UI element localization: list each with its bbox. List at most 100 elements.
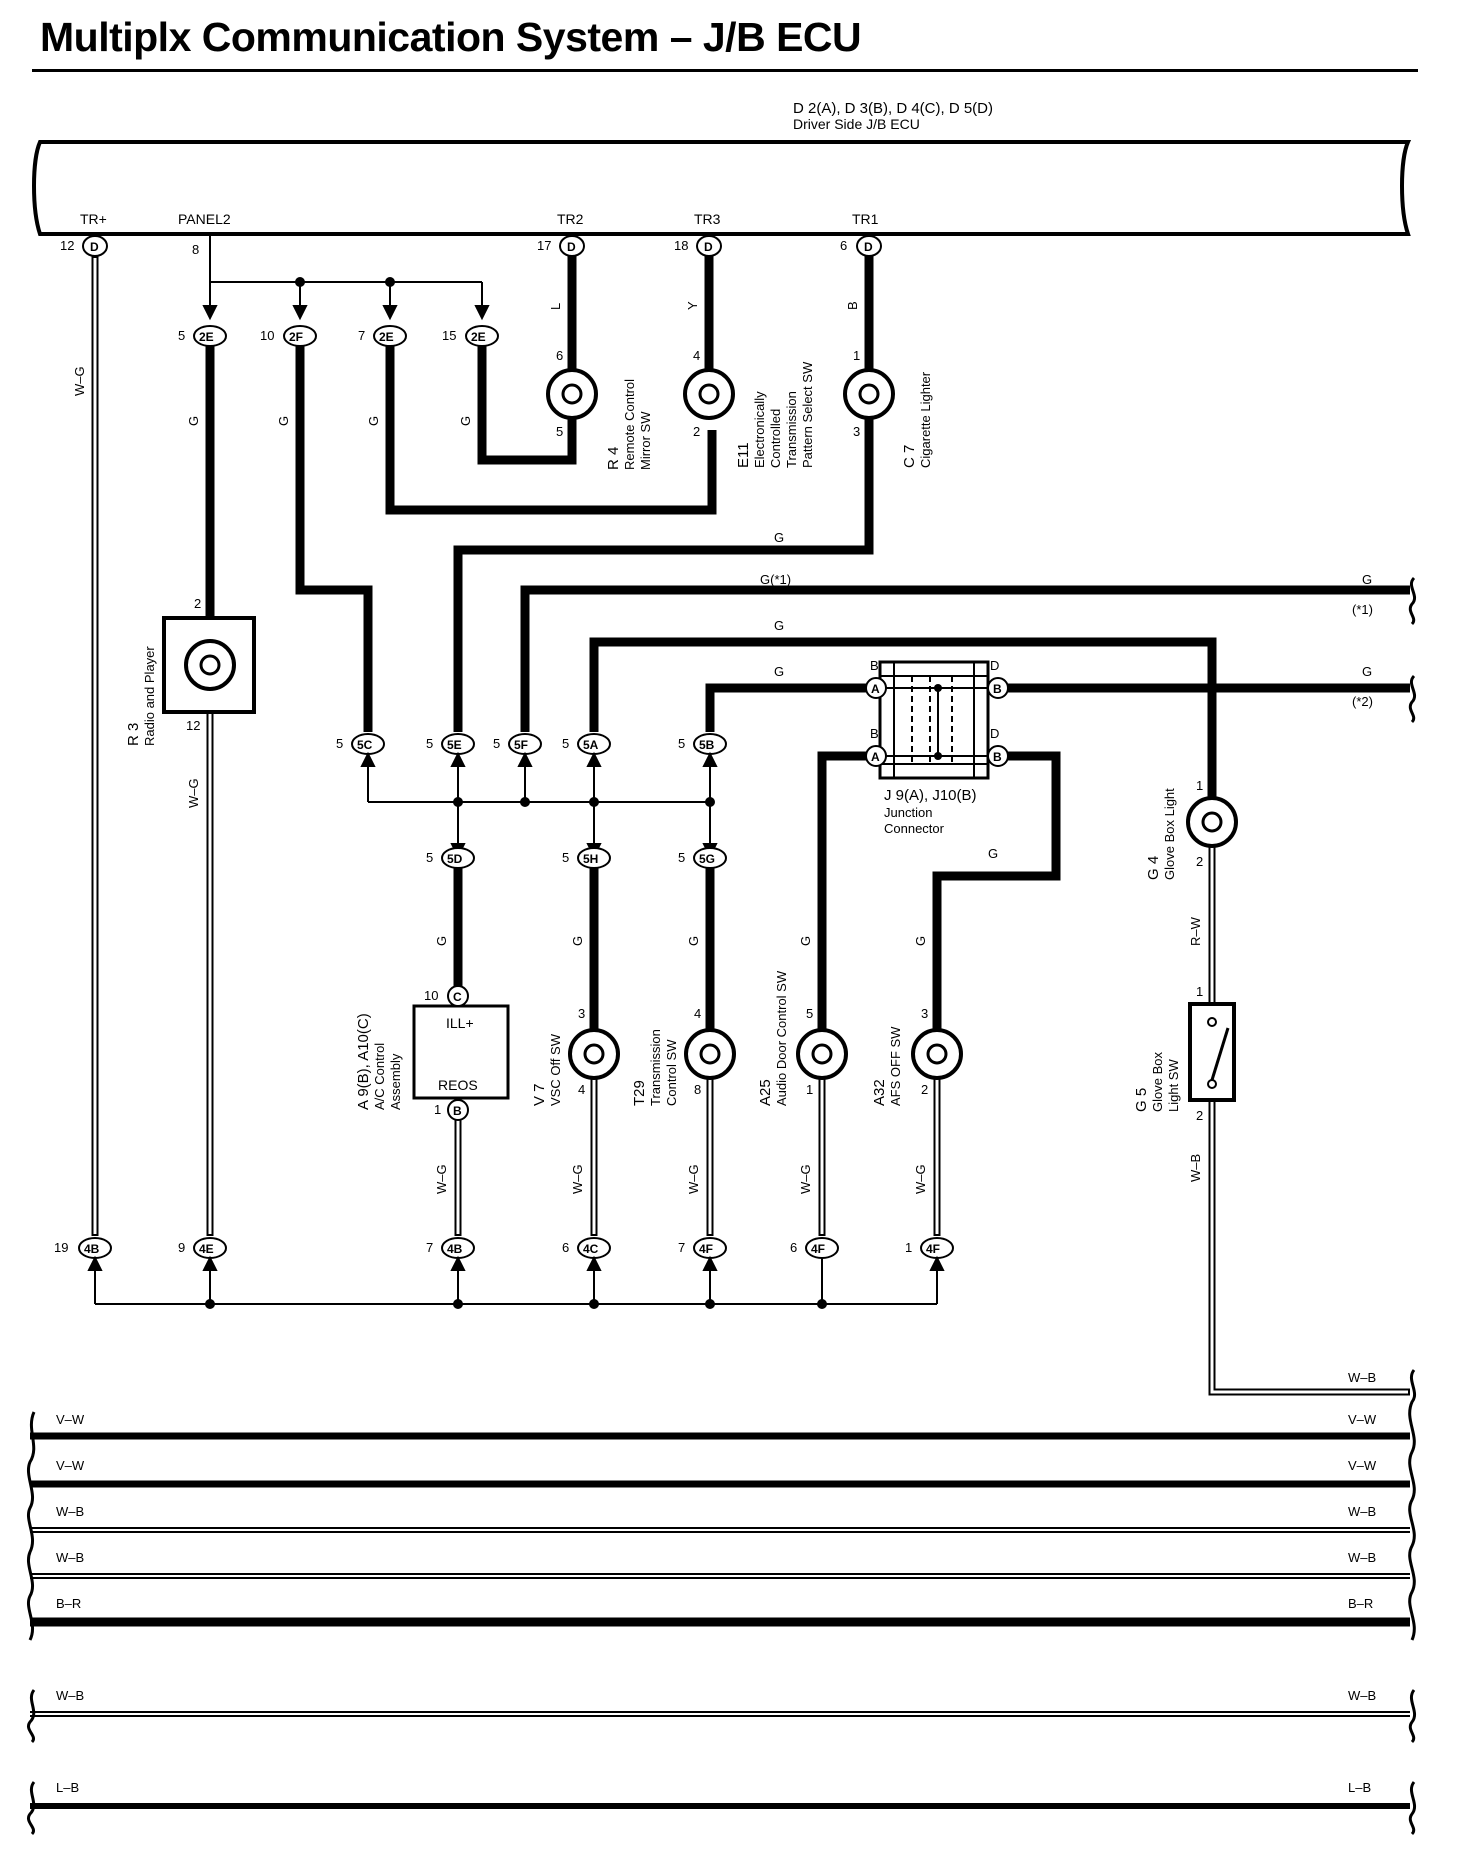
- conn-id: 2F: [289, 330, 303, 344]
- v7-name1: VSC Off SW: [548, 1033, 563, 1106]
- conn-id: 5F: [514, 738, 528, 752]
- wire-label: G: [366, 416, 381, 426]
- ecu-box: D 2(A), D 3(B), D 4(C), D 5(D) Driver Si…: [32, 100, 1412, 236]
- g4-pin-bot: 2: [1196, 854, 1203, 869]
- wire-label: W–G: [798, 1164, 813, 1194]
- g4-name1: Glove Box Light: [1162, 788, 1177, 880]
- r3-radio: 2 12 R 3 Radio and Player: [125, 596, 256, 746]
- pin-num: 5: [562, 850, 569, 865]
- pin-num: 7: [426, 1240, 433, 1255]
- pin-num: 9: [178, 1240, 185, 1255]
- v7-ref: V 7: [531, 1083, 548, 1106]
- c7-ref: C 7: [901, 445, 918, 468]
- wire-label: B: [845, 301, 860, 310]
- e11-name3: Transmission: [784, 391, 799, 468]
- wire-label: G: [988, 846, 998, 861]
- pin-num: 5: [678, 736, 685, 751]
- e11-name2: Controlled: [768, 409, 783, 468]
- pin-num: 10: [260, 328, 274, 343]
- wire-label: G: [276, 416, 291, 426]
- wire-label: G: [774, 530, 784, 545]
- r4-pin-top: 6: [556, 348, 563, 363]
- title-rule: [32, 69, 1418, 72]
- r3-name1: Radio and Player: [142, 646, 157, 746]
- a32-pin-top: 3: [921, 1006, 928, 1021]
- pin-num: 5: [426, 736, 433, 751]
- pin-num: 5: [426, 850, 433, 865]
- t29-pin-bot: 8: [694, 1082, 701, 1097]
- conn-id: 4E: [199, 1242, 214, 1256]
- conn-tr3: D: [704, 240, 713, 254]
- terminal-tr3: TR3: [694, 211, 721, 227]
- wire-label: G: [686, 936, 701, 946]
- conn-id: 4B: [84, 1242, 100, 1256]
- wire-label: W–G: [434, 1164, 449, 1194]
- wire-label: G: [434, 936, 449, 946]
- j9-ref: J 9(A), J10(B): [884, 787, 977, 804]
- pin-num: 5: [678, 850, 685, 865]
- g4-pin-top: 1: [1196, 778, 1203, 793]
- connectors-low: 5 5D 5 5H 5 5G: [426, 847, 727, 869]
- r3-pin-top: 2: [194, 596, 201, 611]
- pin-num: 7: [678, 1240, 685, 1255]
- bus-wire-left-label: V–W: [56, 1412, 85, 1427]
- c7-lighter: 1 3 C 7 Cigarette Lighter: [843, 348, 933, 468]
- pin-num: 5: [493, 736, 500, 751]
- v7-pin-bot: 4: [578, 1082, 585, 1097]
- conn-id: 2E: [199, 330, 214, 344]
- a9-pin-top: 10: [424, 988, 438, 1003]
- wire-label: W–G: [570, 1164, 585, 1194]
- wire-label: G: [913, 936, 928, 946]
- t29-ref: T29: [631, 1080, 648, 1106]
- connectors-top: 5 2E 10 2F 7 2E 15 2E: [178, 325, 499, 347]
- c7-pin-bot: 3: [853, 424, 860, 439]
- conn-id: 5E: [447, 738, 462, 752]
- bus-wire-right-label: W–B: [1348, 1504, 1376, 1519]
- wire-label: W–G: [186, 778, 201, 808]
- bus-wire-left-label: W–B: [56, 1688, 84, 1703]
- e11-pin-bot: 2: [693, 424, 700, 439]
- wire-label: G: [1362, 572, 1372, 587]
- t29-pin-top: 4: [694, 1006, 701, 1021]
- j9-a-top: A: [871, 682, 880, 696]
- a25-pin-bot: 1: [806, 1082, 813, 1097]
- bus-wire-left-label: L–B: [56, 1780, 79, 1795]
- right-bus-breaks: [1408, 576, 1417, 724]
- bus-wire-left-label: W–B: [56, 1550, 84, 1565]
- a9-ill: ILL+: [446, 1015, 474, 1031]
- j9-bot-left: B: [870, 726, 879, 741]
- wire-label: G: [774, 618, 784, 633]
- j9-name1: Junction: [884, 805, 932, 820]
- g5-switch: 1 2 G 5 Glove Box Light SW: [1133, 984, 1236, 1123]
- j9-bot-right: D: [990, 726, 999, 741]
- a9-ref: A 9(B), A10(C): [355, 1013, 372, 1110]
- mid-bus: [360, 751, 718, 859]
- a32-name1: AFS OFF SW: [888, 1026, 903, 1106]
- g5-name2: Light SW: [1166, 1059, 1181, 1112]
- bottom-bus: [87, 1255, 945, 1309]
- ecu-pins: 12 D 8 17 D 18 D 6 D: [60, 235, 882, 257]
- pin-num: 6: [562, 1240, 569, 1255]
- g5-pin-top: 1: [1196, 984, 1203, 999]
- a9-pin-bot: 1: [434, 1102, 441, 1117]
- conn-id: 5A: [583, 738, 599, 752]
- g4-ref: G 4: [1145, 856, 1162, 880]
- conn-tr-plus: D: [90, 240, 99, 254]
- pin-tr2: 17: [537, 238, 551, 253]
- bus-wire-right-label: B–R: [1348, 1596, 1373, 1611]
- a9-reos: REOS: [438, 1077, 478, 1093]
- j9-a-bot: A: [871, 750, 880, 764]
- r4-ref: R 4: [605, 447, 622, 470]
- bus-wire-right-label: W–B: [1348, 1550, 1376, 1565]
- wire-label: G: [570, 936, 585, 946]
- pin-num: 6: [790, 1240, 797, 1255]
- j9-name2: Connector: [884, 821, 945, 836]
- conn-id: 5B: [699, 738, 715, 752]
- pin-num: 7: [358, 328, 365, 343]
- connectors-mid: 5 5C 5 5E 5 5F 5 5A 5 5B: [336, 733, 727, 755]
- pin-num: 5: [336, 736, 343, 751]
- g4-light: 1 2 G 4 Glove Box Light: [1145, 778, 1238, 880]
- g5-ref: G 5: [1133, 1088, 1150, 1112]
- a25-name1: Audio Door Control SW: [774, 970, 789, 1106]
